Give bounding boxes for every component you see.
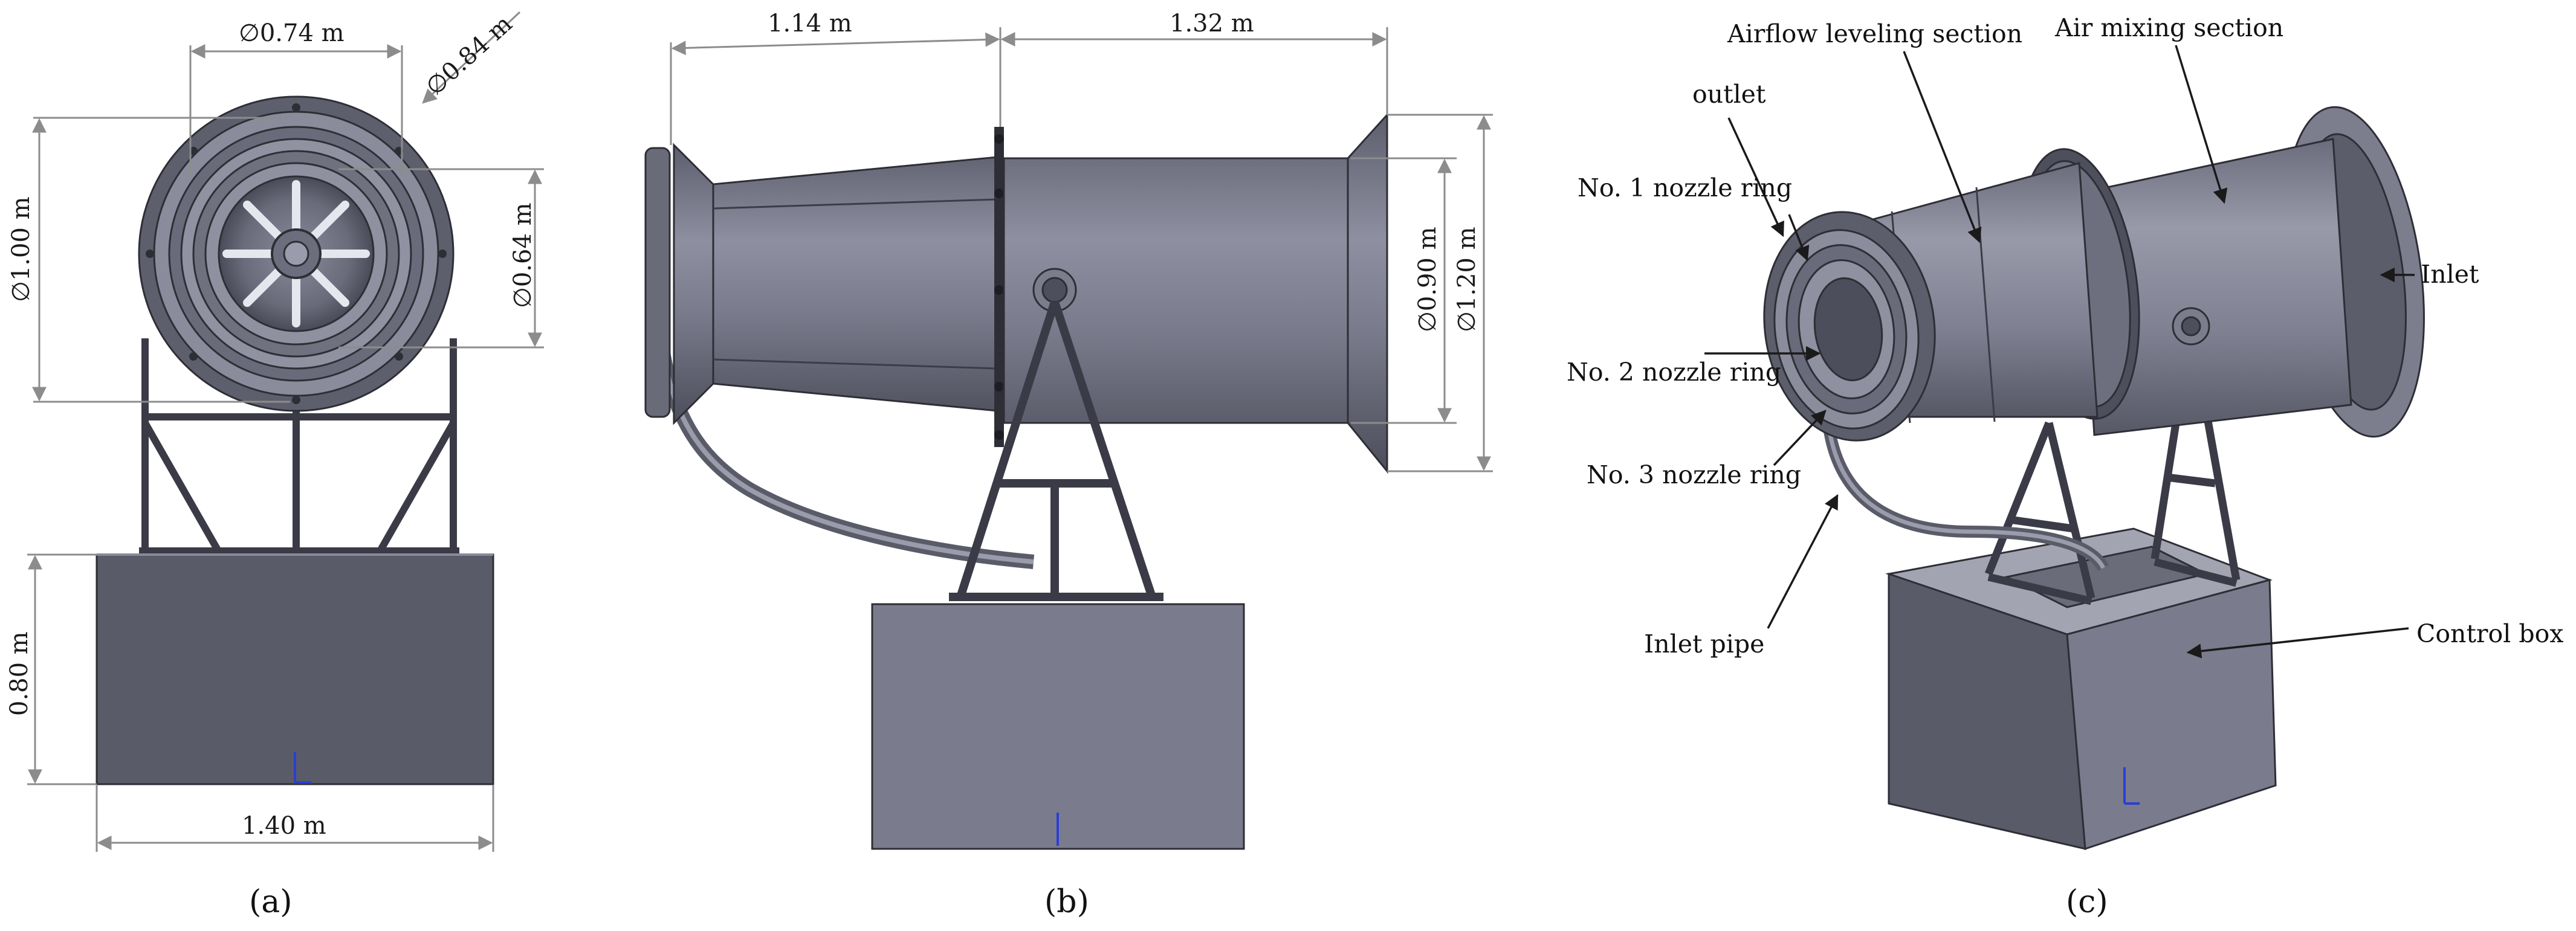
dim-box-height: 0.80 m [5,631,33,716]
label-airflow-leveling: Airflow leveling section [1727,19,2022,48]
caption-a: (a) [249,884,293,920]
dim-diameter-small: ∅0.90 m [1414,227,1442,332]
view-c-iso: Airflow leveling section Air mixing sect… [1567,13,2563,920]
control-box-right [2066,579,2277,851]
label-control-box: Control box [2416,619,2563,648]
dim-leveling-length: 1.14 m [768,10,852,37]
leader-lines-c [1704,45,2415,659]
caption-c: (c) [2066,884,2108,920]
label-nozzle-1: No. 1 nozzle ring [1578,173,1792,202]
dim-overall-diameter: ∅1.00 m [7,196,35,302]
view-a-front: ∅0.74 m ∅0.84 m ∅1.00 m ∅0.64 m 0.80 m 1… [5,10,544,920]
dim-hub-diameter: ∅0.64 m [509,202,537,308]
dim-diameter-large: ∅1.20 m [1453,227,1481,332]
axis-marker-icon [294,752,311,784]
label-air-mixing: Air mixing section [2054,13,2283,42]
dim-inner-diameter: ∅0.74 m [239,19,345,47]
support-frame-b [949,300,1163,601]
label-inlet-pipe: Inlet pipe [1644,630,1764,659]
dimension-lines-a [27,11,544,852]
inlet-pipe-c [1822,422,2109,572]
label-outlet: outlet [1692,80,1766,109]
view-b-side: 1.14 m 1.32 m ∅0.90 m ∅1.20 m (b) [644,10,1493,920]
support-frame-c [1984,325,2241,605]
label-nozzle-2: No. 2 nozzle ring [1567,358,1781,387]
leveling-section-b [673,143,998,425]
label-inlet: Inlet [2421,260,2479,289]
axis-marker-c-icon [2123,767,2140,805]
control-box-front [95,553,494,785]
dim-mixing-length: 1.32 m [1170,10,1254,37]
caption-b: (b) [1044,884,1089,920]
dim-outer-diameter: ∅0.84 m [421,10,518,101]
dim-box-width: 1.40 m [242,812,326,840]
dimension-lines-b [670,27,1493,472]
label-nozzle-3: No. 3 nozzle ring [1587,460,1801,489]
control-box-side [871,603,1245,850]
